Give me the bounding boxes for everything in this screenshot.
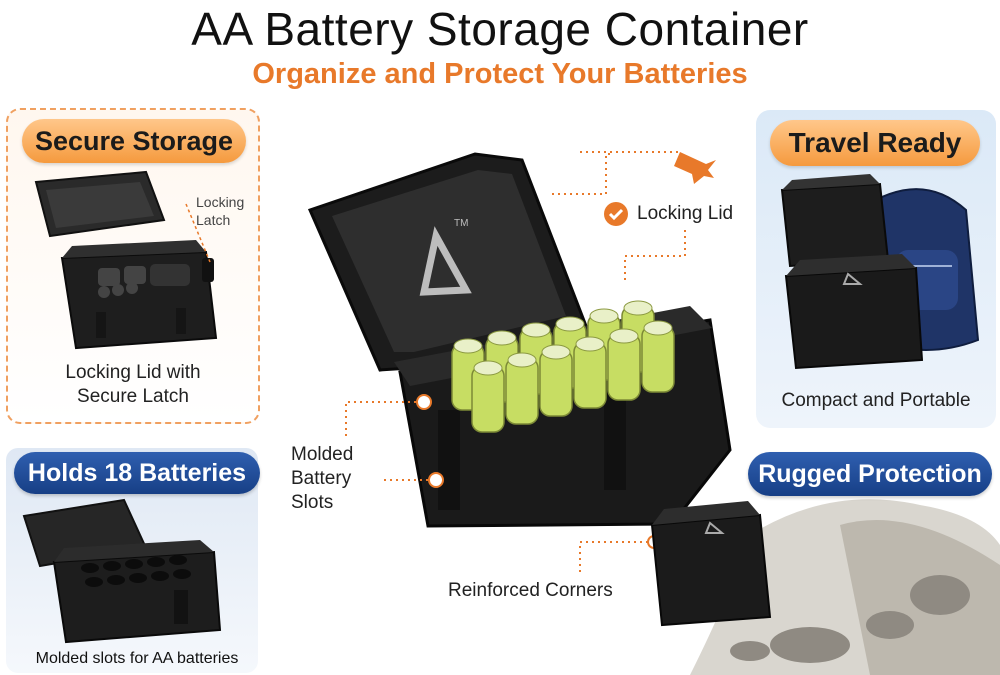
- locking-lid-label: Locking Lid: [637, 203, 734, 224]
- rugged-protection-badge: Rugged Protection: [748, 452, 992, 496]
- secure-caption-line2: Secure Latch: [77, 386, 189, 407]
- molded-slots-label: Molded Battery Slots: [291, 443, 353, 515]
- secure-caption-line1: Locking Lid with: [65, 362, 201, 383]
- rocky-terrain-image: [650, 499, 1000, 675]
- locking-latch-line1: Locking: [196, 194, 245, 210]
- check-circle-icon: [604, 202, 628, 226]
- molded-line2: Battery: [291, 468, 352, 489]
- molded-slots-leader: [345, 394, 444, 488]
- airplane-icon: [580, 151, 716, 184]
- battery-grid: [451, 300, 675, 433]
- travel-ready-badge: Travel Ready: [770, 120, 980, 166]
- lid-to-battery-leader: [624, 230, 686, 284]
- secure-storage-badge: Secure Storage: [22, 119, 246, 163]
- locking-latch-line2: Latch: [196, 212, 231, 228]
- locking-lid-leader: [550, 153, 610, 195]
- locking-latch-label: Locking Latch: [196, 193, 244, 229]
- main-case-image: TM: [307, 152, 732, 528]
- reinforced-corners-label: Reinforced Corners: [448, 580, 613, 601]
- secure-caption: Locking Lid with Secure Latch: [6, 361, 260, 409]
- page-subtitle: Organize and Protect Your Batteries: [252, 58, 748, 90]
- molded-line1: Molded: [291, 444, 354, 465]
- empty-case-slots-image: [22, 498, 222, 644]
- molded-line3: Slots: [291, 492, 334, 513]
- cases-and-backpack-image: [780, 174, 980, 370]
- travel-caption: Compact and Portable: [781, 390, 971, 411]
- open-case-with-latch-image: [34, 170, 218, 350]
- page-title: AA Battery Storage Container: [191, 3, 809, 55]
- holds-batteries-badge: Holds 18 Batteries: [14, 452, 260, 494]
- holds-caption: Molded slots for AA batteries: [35, 650, 239, 667]
- logo-mark: TM: [454, 218, 468, 229]
